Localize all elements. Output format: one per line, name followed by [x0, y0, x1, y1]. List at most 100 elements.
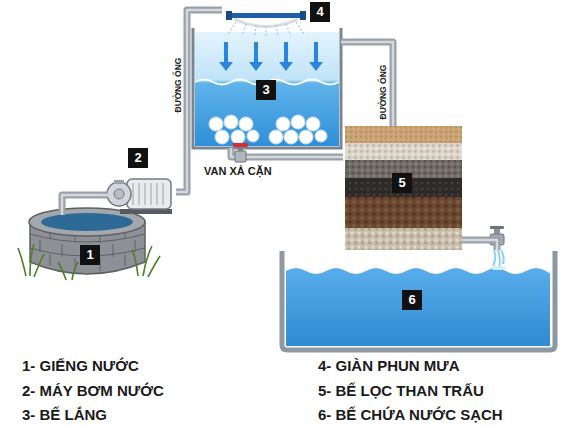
rice-husk-filter-part	[345, 126, 462, 143]
settling-tank-part	[193, 28, 341, 148]
clean-tank-part	[286, 267, 552, 346]
water-well-part-part	[18, 248, 26, 276]
filter-balls-part	[299, 130, 313, 144]
flow-arrow-part	[249, 42, 263, 71]
water-well-part	[18, 244, 160, 280]
key-entry: 1- GIẾNG NƯỚC	[22, 357, 139, 374]
pipe-label: ĐƯỜNG ỐNG	[173, 58, 183, 113]
filter-node: 5	[345, 126, 462, 250]
water-pump-part	[107, 182, 131, 206]
drain-pipe-part	[235, 151, 246, 162]
water-pump	[107, 179, 172, 214]
pipe-label: ĐƯỜNG ỐNG	[378, 65, 388, 120]
drain-pipe	[231, 143, 343, 162]
settling-tank-part	[195, 32, 339, 146]
rice-husk-filter	[345, 126, 462, 250]
filter-balls-part	[269, 130, 283, 144]
water-pump-part	[114, 189, 124, 199]
sprinkler-part	[226, 11, 232, 20]
sprinkler-part	[228, 13, 304, 18]
water-well-part-part	[72, 262, 78, 280]
pump-node: 2	[108, 175, 176, 215]
water-pump-part	[114, 180, 124, 184]
water-pipe	[62, 195, 108, 215]
sprinkler-part	[234, 19, 298, 27]
callout-number: 2	[128, 148, 148, 168]
callout-number: 6	[402, 290, 422, 310]
sprinkler-node: 4	[222, 4, 332, 28]
filter-balls-part	[306, 117, 320, 131]
sprinkler-part-part	[286, 24, 291, 36]
water-well-part	[41, 213, 133, 231]
water-pipe	[462, 240, 497, 250]
sprinkler-part-part	[276, 25, 278, 37]
sprinkler-part-part	[228, 22, 236, 34]
filter-balls-part	[291, 115, 305, 129]
clean-tank-part	[286, 267, 552, 273]
filter-balls-part	[224, 115, 238, 129]
settling-tank	[193, 28, 341, 148]
water-well-part-part	[132, 250, 138, 276]
water-pump-part	[127, 179, 171, 209]
pipe-group	[62, 195, 108, 215]
key-entry: 2- MÁY BƠM NƯỚC	[22, 382, 164, 399]
water-pump-part	[133, 183, 163, 205]
valve-label: VAN XẢ CẶN	[204, 165, 272, 177]
sprinkler-part-part	[255, 25, 256, 37]
water-well-part-part	[30, 244, 34, 276]
filter-balls-part	[247, 130, 259, 142]
water-well-part-part	[34, 254, 44, 277]
rice-husk-filter-part	[345, 143, 462, 160]
water-well	[18, 208, 160, 280]
sprinkler-part-part	[265, 26, 266, 38]
drain-pipe-part	[233, 143, 248, 147]
key-entry: 4- GIÀN PHUN MƯA	[318, 357, 460, 374]
clean-tank-node: 6	[280, 250, 555, 350]
filter-balls-part	[315, 130, 327, 142]
callout-number: 1	[80, 245, 100, 265]
water-well-part-part	[148, 256, 160, 277]
well-node: 1	[22, 215, 152, 277]
sprinkler-part	[228, 22, 304, 38]
sprinkler	[226, 11, 306, 38]
callout-number: 4	[310, 2, 330, 22]
water-pipe	[341, 42, 393, 126]
sprinkler-part-part	[296, 22, 304, 34]
flow-arrow-part	[309, 42, 323, 71]
flow-arrow-part	[219, 42, 233, 71]
filter-balls-part	[239, 117, 253, 131]
faucet-part	[493, 250, 504, 268]
filter-balls-part	[209, 117, 223, 131]
key-entry: 3- BỂ LẮNG	[22, 406, 107, 423]
flow-arrow-part	[279, 42, 293, 71]
key-entry: 5- BỂ LỌC THAN TRẤU	[318, 382, 484, 399]
drain-pipe-part	[231, 148, 343, 157]
faucet-part	[490, 266, 506, 270]
filter-balls-part	[215, 130, 229, 144]
settling-tank-node: 3	[193, 30, 341, 148]
pipe-group	[462, 240, 497, 250]
pipe-group	[341, 42, 393, 126]
rice-husk-filter-part	[345, 228, 462, 250]
water-well-part-part	[58, 262, 66, 280]
key-entry: 6- BỂ CHỨA NƯỚC SẠCH	[318, 406, 503, 423]
flow-arrow	[219, 42, 323, 71]
callout-number: 5	[392, 173, 412, 193]
clean-tank-part	[282, 251, 555, 350]
faucet-part	[490, 226, 504, 229]
filter-balls-part	[284, 130, 298, 144]
filter-balls-part	[231, 130, 245, 144]
pipe-highlight	[62, 195, 108, 215]
clean-tank	[282, 251, 555, 350]
rice-husk-filter-part	[345, 197, 462, 228]
drain-pipe-part	[231, 148, 343, 157]
callout-number: 3	[256, 80, 276, 100]
filter-balls-part	[276, 117, 290, 131]
pipe-highlight	[462, 240, 497, 250]
filter-balls	[209, 115, 327, 144]
water-pump-part-part	[133, 183, 163, 205]
pipe-highlight	[341, 42, 393, 126]
sprinkler-part	[300, 11, 306, 20]
sprinkler-part-part	[242, 24, 246, 36]
